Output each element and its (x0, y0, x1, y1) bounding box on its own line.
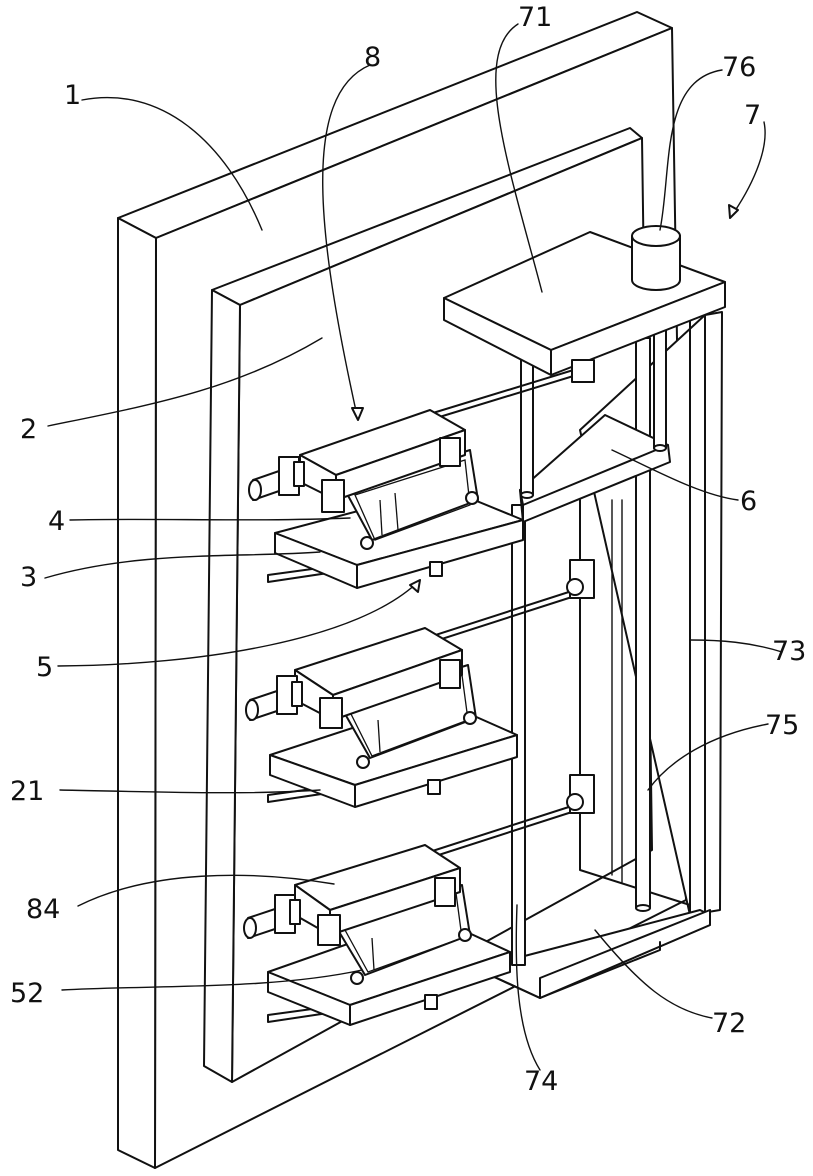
guide-rod (636, 338, 650, 911)
label-5: 5 (36, 652, 53, 683)
label-1: 1 (64, 80, 81, 111)
label-71: 71 (518, 2, 552, 33)
label-21: 21 (10, 776, 44, 807)
label-74: 74 (524, 1066, 558, 1097)
label-3: 3 (20, 562, 37, 593)
label-52: 52 (10, 978, 44, 1009)
label-72: 72 (712, 1008, 746, 1039)
label-73: 73 (772, 636, 806, 667)
motor (632, 226, 680, 290)
label-76: 76 (722, 52, 756, 83)
label-8: 8 (364, 42, 381, 73)
label-4: 4 (48, 506, 65, 537)
label-6: 6 (740, 486, 757, 517)
label-7: 7 (744, 100, 761, 131)
label-75: 75 (765, 710, 799, 741)
label-2: 2 (20, 414, 37, 445)
label-84: 84 (26, 894, 60, 925)
